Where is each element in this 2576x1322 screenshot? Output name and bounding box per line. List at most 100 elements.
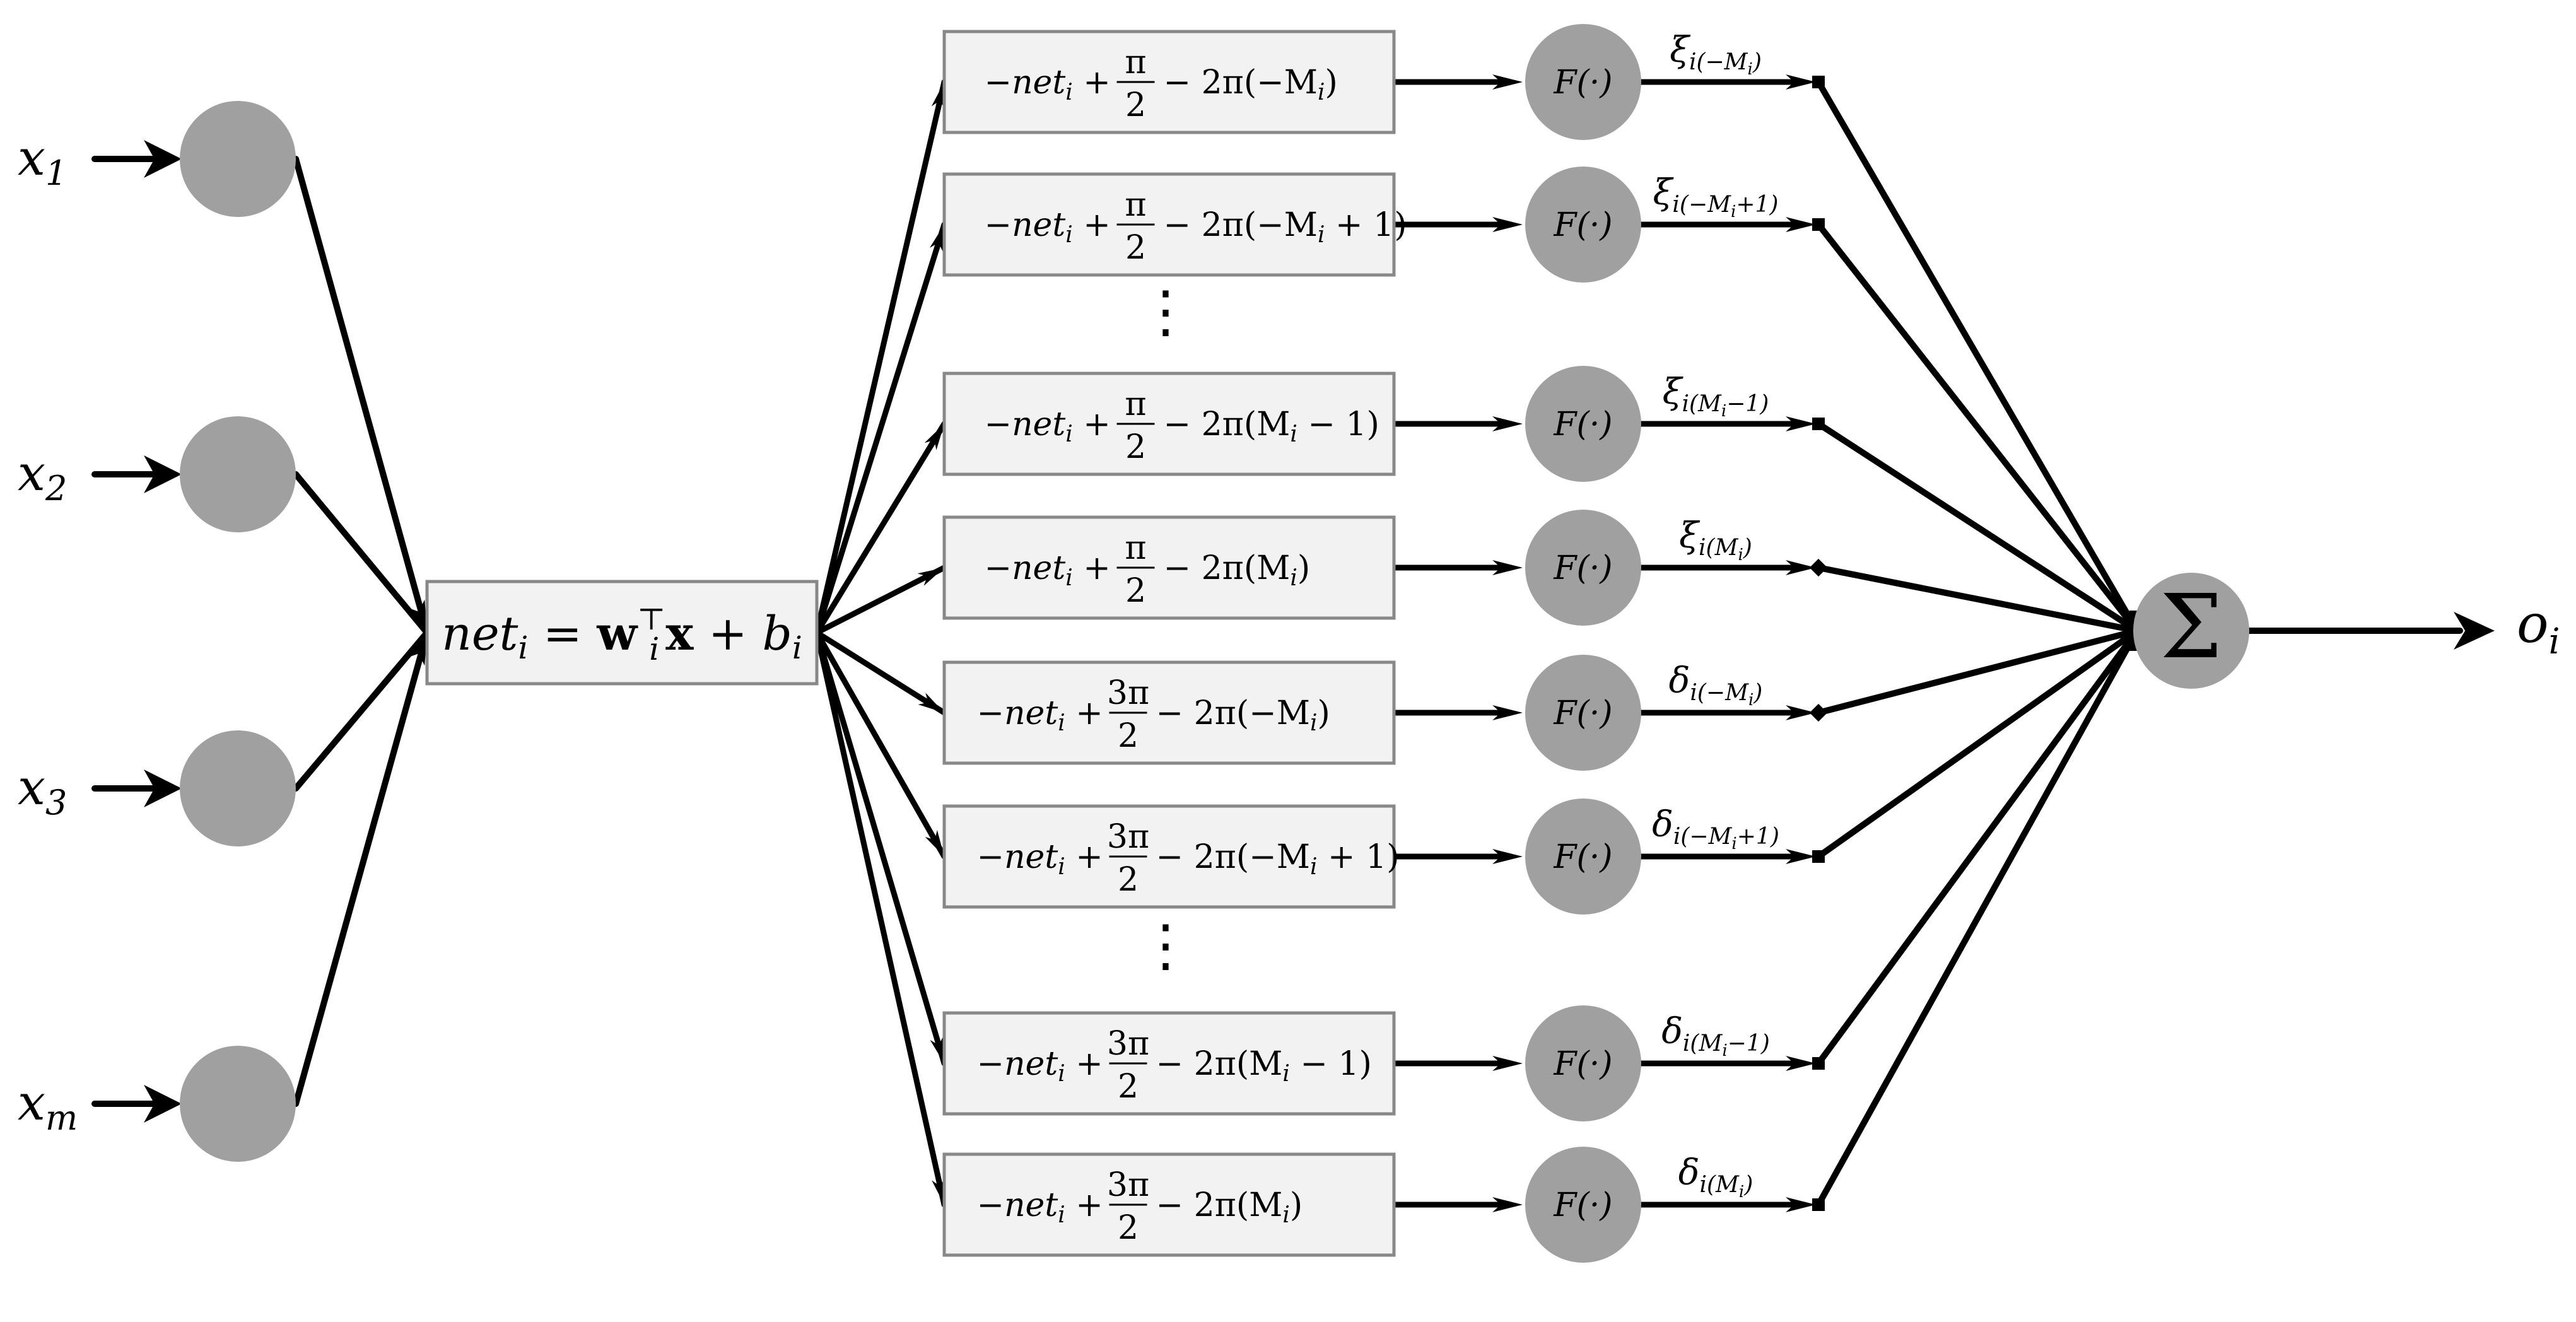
weight-label: ξi(Mi) <box>1679 515 1752 564</box>
net-arrowhead <box>406 599 427 633</box>
box-to-f-arrowhead <box>1492 560 1523 575</box>
fanout-arrowhead <box>929 225 944 252</box>
fanout-arrowhead <box>930 1036 944 1063</box>
fanout-arrowhead <box>932 1177 946 1205</box>
phase-expression: −neti + 3π2− 2π(Mi − 1) <box>977 1025 1372 1106</box>
fanout-edge <box>814 421 947 636</box>
weight-label: ξi(Mi−1) <box>1663 371 1769 421</box>
phase-expression: −neti + 3π 2 − 2π(−Mi + 1) <box>977 818 1400 899</box>
weight-dot <box>1812 218 1825 231</box>
phase-box <box>942 172 1396 277</box>
fanout-edge <box>814 79 947 636</box>
phase-frac-num: 3π <box>1107 674 1149 712</box>
box-to-f-arrowhead <box>1492 416 1523 431</box>
f-to-weight-arrowhead <box>1786 416 1816 431</box>
weight-to-sum-edge <box>1815 628 2140 716</box>
fanout-arrowhead <box>917 568 944 586</box>
fanout-arrowhead <box>925 830 944 857</box>
box-to-f-arrowhead <box>1492 1056 1523 1071</box>
phase-box <box>942 660 1396 765</box>
weight-label: δi(Mi) <box>1678 1152 1753 1202</box>
input-label: x2 <box>18 445 67 508</box>
phase-expr-left: −neti + <box>985 206 1111 248</box>
phase-expr-left: −neti + <box>985 549 1111 591</box>
phase-expression: −neti + 3π2− 2π(Mi) <box>977 1166 1303 1247</box>
input-arrowhead <box>144 455 182 493</box>
input-edge <box>293 629 430 792</box>
fanout-edge <box>814 221 947 636</box>
output-arrowhead <box>2454 612 2495 650</box>
phase-frac-den: 2 <box>1125 86 1146 124</box>
phase-expr-left: −neti + <box>985 64 1111 105</box>
phase-frac-num: 3π <box>1107 1166 1149 1204</box>
input-label: x1 <box>18 130 67 193</box>
phase-frac-den: 2 <box>1125 428 1146 466</box>
sum-node <box>2133 573 2249 689</box>
input-node <box>180 101 296 217</box>
weight-to-sum-edge <box>1815 628 2140 1067</box>
output-label: oi <box>2517 593 2560 662</box>
f-to-weight-arrowhead <box>1786 217 1816 232</box>
phase-box <box>942 1011 1396 1116</box>
activation-node <box>1525 1147 1641 1263</box>
phase-frac-num: π <box>1125 529 1146 567</box>
weight-label: δi(Mi−1) <box>1661 1011 1770 1060</box>
f-to-weight-arrowhead <box>1786 74 1816 90</box>
phase-expr-right: − 2π(−Mi + 1) <box>1156 838 1400 880</box>
phase-frac-den: 2 <box>1118 1068 1139 1106</box>
phase-frac-den: 2 <box>1118 861 1139 899</box>
activation-node <box>1525 655 1641 771</box>
activation-label: F(·) <box>1553 549 1612 587</box>
weight-to-sum-edge <box>1815 628 2140 1208</box>
weight-label: ξi(−Mi) <box>1670 30 1762 79</box>
upper-ellipsis: ⋮ <box>1137 279 1194 345</box>
phase-frac-num: 3π <box>1107 1025 1149 1063</box>
phase-frac-num: π <box>1125 385 1146 423</box>
phase-frac-den: 2 <box>1125 229 1146 267</box>
f-to-weight-arrowhead <box>1786 705 1816 720</box>
phase-frac-den: 2 <box>1125 572 1146 610</box>
weight-to-sum-edge <box>1815 421 2140 634</box>
phase-frac-den: 2 <box>1118 717 1139 755</box>
weight-label: δi(−Mi+1) <box>1652 804 1779 853</box>
input-edge <box>293 156 430 636</box>
activation-node <box>1525 1005 1641 1121</box>
input-node <box>180 1046 296 1162</box>
input-node <box>180 416 296 532</box>
phase-expr-left: −neti + <box>985 406 1111 447</box>
nodes <box>180 24 2249 1263</box>
phase-expr-left: −neti + <box>977 838 1103 880</box>
activation-label: F(·) <box>1553 694 1612 732</box>
activation-label: F(·) <box>1553 406 1612 443</box>
phase-frac-num: 3π <box>1107 818 1149 856</box>
phase-expr-right: − 2π(Mi − 1) <box>1156 1045 1372 1087</box>
input-arrowhead <box>144 769 182 807</box>
fanout-edge <box>814 564 947 636</box>
edges <box>91 74 2495 1212</box>
phase-expr-left: −neti + <box>977 694 1103 736</box>
activation-node <box>1525 798 1641 915</box>
fanout-edge <box>814 629 947 1208</box>
phase-expression: −neti + π2− 2π(−Mi + 1) <box>985 186 1407 267</box>
box-to-f-arrowhead <box>1492 705 1523 720</box>
weight-dot <box>1809 703 1828 722</box>
weight-to-sum-edge <box>1815 79 2140 634</box>
input-edge <box>293 629 430 1107</box>
phase-expr-right: − 2π(Mi) <box>1156 1186 1303 1228</box>
input-edge <box>293 471 430 636</box>
weight-to-sum-edge <box>1815 221 2140 634</box>
weight-dot <box>1812 1057 1825 1070</box>
weight-label: δi(−Mi) <box>1669 660 1763 710</box>
weight-dot <box>1809 558 1828 577</box>
lower-ellipsis: ⋮ <box>1137 913 1194 979</box>
net-box <box>425 580 819 686</box>
weight-to-sum-edge <box>1815 564 2140 634</box>
phase-expression: −neti + π2− 2π(Mi − 1) <box>985 385 1379 466</box>
activation-label: F(·) <box>1553 838 1612 876</box>
fanout-arrowhead <box>931 82 946 110</box>
fanout-edge <box>814 629 947 1067</box>
input-arrowhead <box>144 1085 182 1123</box>
input-node <box>180 730 296 846</box>
